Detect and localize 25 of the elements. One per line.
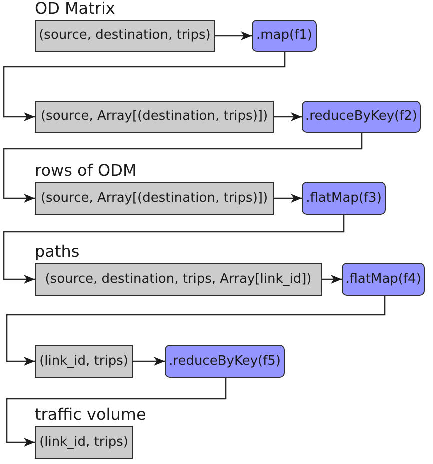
dataset-heading: rows of ODM — [35, 162, 137, 180]
dataset-heading: traffic volume — [35, 406, 146, 424]
data-box: (source, destination, trips, Array[link_id]) — [35, 263, 322, 296]
operation-box: .reduceByKey(f5) — [165, 345, 285, 378]
arrow — [6, 296, 386, 366]
arrow — [215, 32, 252, 40]
operation-box: .flatMap(f4) — [342, 263, 425, 296]
operation-box: .flatMap(f3) — [302, 182, 386, 215]
data-box: (link_id, trips) — [35, 345, 133, 378]
dataset-heading: paths — [35, 243, 80, 261]
arrow — [3, 52, 286, 122]
data-box: (link_id, trips) — [35, 426, 133, 459]
arrow — [3, 215, 345, 284]
arrow — [274, 194, 302, 203]
operation-box: .reduceByKey(f2) — [302, 101, 421, 133]
arrow — [274, 112, 302, 122]
data-box: (source, Array[(destination, trips)]) — [35, 101, 274, 133]
arrow — [322, 275, 342, 284]
data-box: (source, Array[(destination, trips)]) — [35, 182, 274, 215]
arrow — [3, 133, 363, 203]
arrow — [133, 357, 165, 366]
dataset-heading: OD Matrix — [35, 0, 116, 18]
arrow — [6, 378, 227, 447]
operation-box: .map(f1) — [252, 20, 317, 52]
data-box: (source, destination, trips) — [35, 20, 215, 52]
